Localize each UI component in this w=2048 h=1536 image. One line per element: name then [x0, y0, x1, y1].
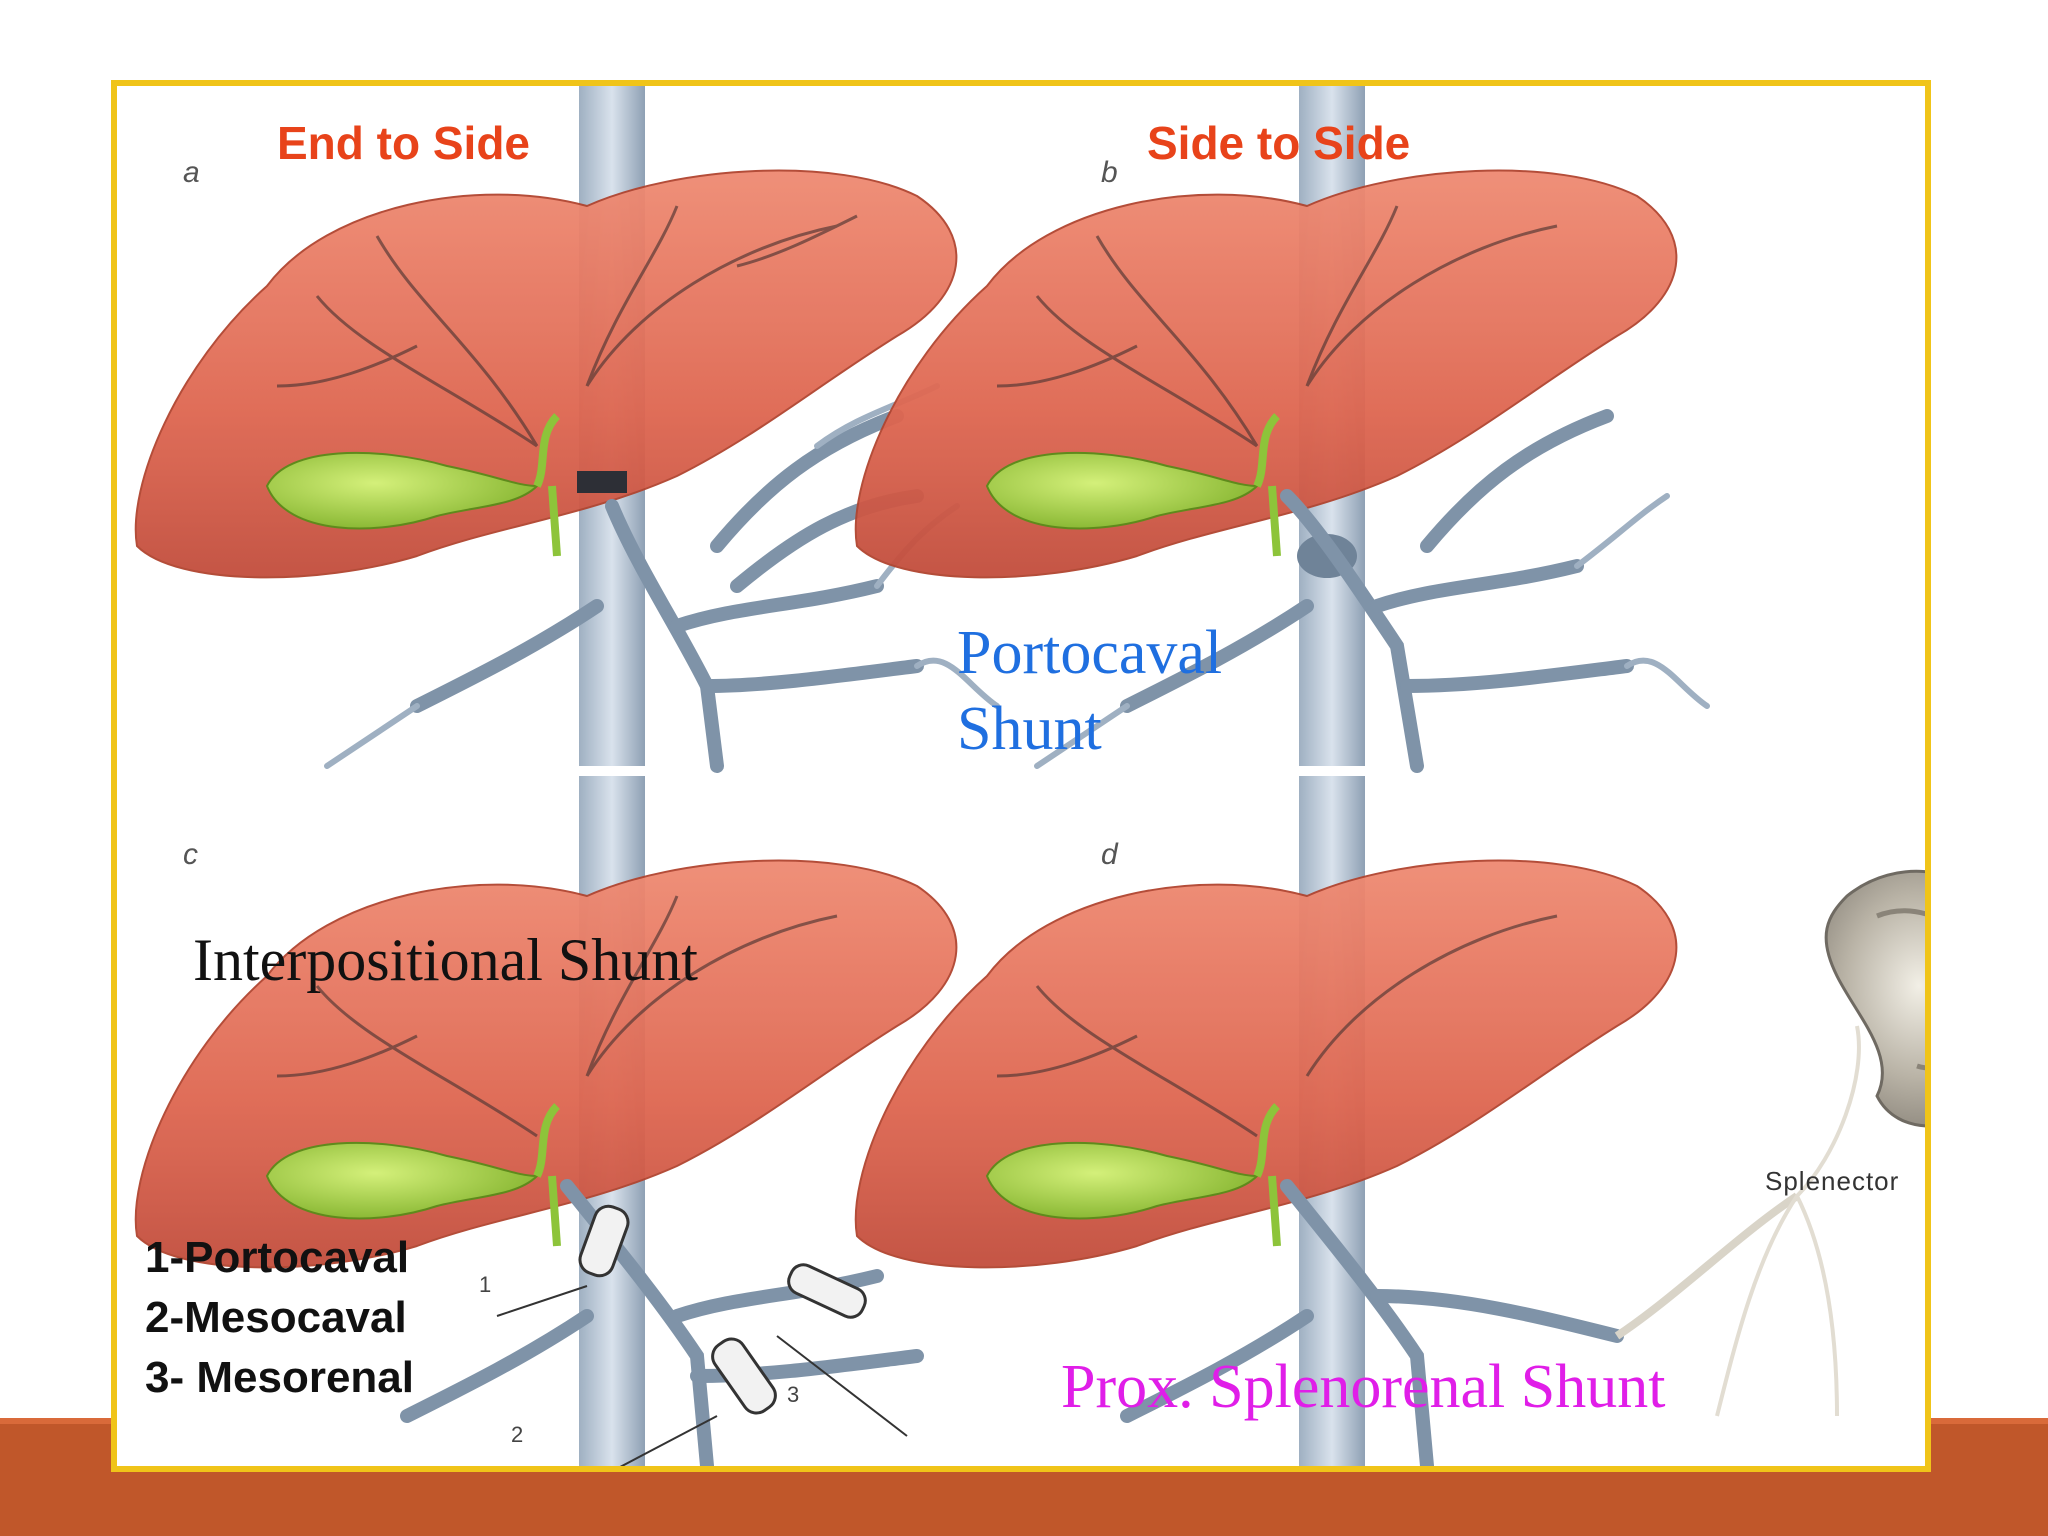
portal-splanchnic-veins [1120, 1179, 1624, 1466]
splenic-vein-stump [1614, 1192, 1800, 1340]
panel-a-letter: a [183, 156, 200, 189]
graft-1 [578, 1204, 630, 1278]
gallbladder [985, 451, 1260, 530]
shunt-type-list: 1-Portocaval 2-Mesocaval 3- Mesorenal [145, 1228, 414, 1408]
tributary-veins [1034, 493, 1710, 769]
portal-splanchnic-veins [1120, 409, 1634, 773]
liver [854, 859, 1678, 1269]
bile-duct [1253, 413, 1281, 557]
shunt-type-item: 2-Mesocaval [145, 1293, 407, 1342]
panel-c-letter: c [183, 838, 198, 871]
bile-duct [1253, 1103, 1281, 1247]
shunt-type-item: 1-Portocaval [145, 1233, 410, 1282]
gallbladder [985, 1141, 1260, 1220]
hepatic-vessels [276, 205, 858, 448]
ligated-portal-stump [577, 471, 627, 493]
panel-c-illustration [134, 776, 958, 1466]
portal-splanchnic-veins [400, 1179, 924, 1466]
panel-b-illustration [854, 86, 1710, 773]
portocaval-shunt-line-1: Portocaval [957, 619, 1223, 687]
spleen [1824, 869, 1925, 1128]
hepatic-vessels [996, 914, 1558, 1138]
gallbladder [265, 1141, 540, 1220]
liver [134, 859, 958, 1269]
graft-3 [787, 1263, 867, 1319]
spleen-hilum [1876, 908, 1925, 1071]
gallbladder [265, 451, 540, 530]
figure-frame: a b c d End to Side Side to Side Portoca… [111, 80, 1931, 1472]
graft-number-3: 3 [787, 1382, 800, 1407]
panel-a-title: End to Side [277, 117, 530, 169]
panel-d-title: Prox. Splenorenal Shunt [1061, 1353, 1666, 1421]
panel-d-illustration [854, 776, 1925, 1466]
portocaval-shunt-label: Portocaval Shunt [957, 616, 1222, 767]
bile-duct [533, 1103, 561, 1247]
hepatic-vessels [996, 205, 1558, 448]
shunt-illustrations [134, 86, 1925, 1466]
panel-b-title: Side to Side [1147, 117, 1411, 169]
hepatic-vessels [276, 895, 838, 1138]
shunt-type-item: 3- Mesorenal [145, 1353, 414, 1402]
splenic-branches [1715, 1025, 1861, 1417]
interposition-grafts [578, 1204, 867, 1415]
panel-c-title: Interpositional Shunt [193, 927, 698, 993]
graft-pointer-lines [496, 1285, 908, 1466]
bile-duct [533, 413, 561, 557]
liver [854, 169, 1678, 579]
portocaval-shunt-line-2: Shunt [957, 694, 1102, 763]
panel-b-letter: b [1101, 156, 1118, 189]
graft-2 [711, 1337, 777, 1415]
panel-d-letter: d [1101, 838, 1118, 871]
splenectomy-label: Splenector [1765, 1166, 1900, 1196]
graft-number-1: 1 [479, 1272, 492, 1297]
panel-a-illustration [134, 86, 1000, 773]
graft-number-2: 2 [511, 1422, 524, 1447]
